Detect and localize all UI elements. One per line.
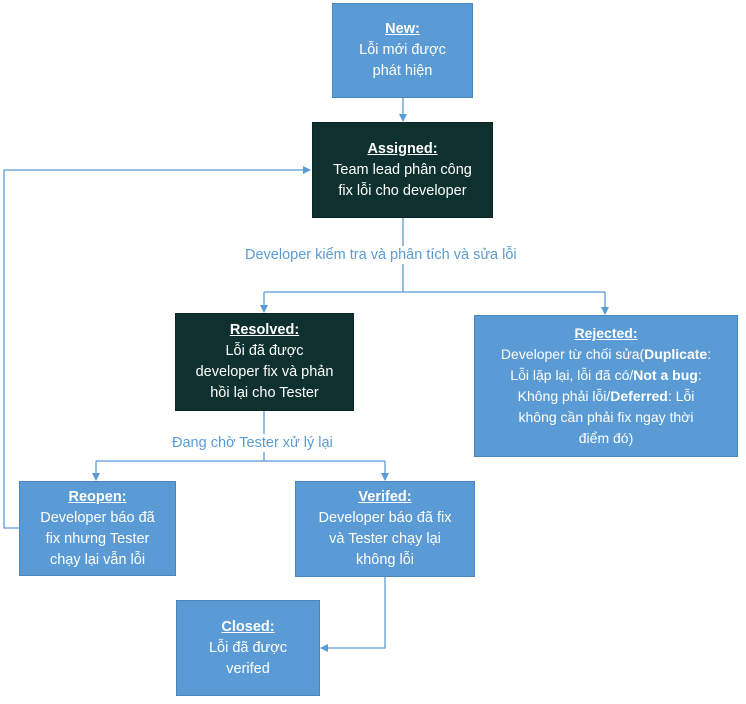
- node-rejected-line-3: Không phải lỗi/Deferred: Lỗi: [518, 386, 695, 407]
- arrow-verifed-to-closed: [320, 577, 386, 652]
- node-closed-title: Closed:: [221, 618, 275, 635]
- node-resolved-line-2: developer fix và phản: [195, 364, 334, 380]
- node-new-line-1: Lỗi mới được: [359, 42, 446, 58]
- rejected-line-3-suffix: : Lỗi: [667, 388, 695, 404]
- node-assigned: Assigned: Team lead phân công fix lỗi ch…: [312, 122, 493, 218]
- node-rejected: Rejected: Developer từ chối sửa(Duplicat…: [474, 315, 738, 457]
- rejected-duplicate-keyword: Duplicate: [644, 346, 708, 362]
- node-new-title: New:: [385, 21, 420, 37]
- node-rejected-line-2: Lỗi lặp lại, lỗi đã có/Not a bug:: [510, 365, 701, 386]
- node-closed: Closed: Lỗi đã được verifed: [176, 600, 320, 696]
- node-resolved-line-1: Lỗi đã được: [225, 343, 304, 359]
- node-reopen: Reopen: Developer báo đã fix nhưng Teste…: [19, 481, 176, 576]
- arrow-reopen-to-assigned: [3, 166, 311, 529]
- node-reopen-title: Reopen:: [68, 488, 127, 505]
- node-rejected-line-5: điểm đó): [578, 430, 634, 446]
- rejected-deferred-keyword: Deferred: [610, 388, 668, 404]
- node-verifed: Verifed: Developer báo đã fix và Tester …: [295, 481, 475, 577]
- rejected-not-a-bug-keyword: Not a bug: [633, 367, 698, 383]
- node-rejected-line-1: Developer từ chối sửa(Duplicate:: [501, 344, 711, 365]
- rejected-line-1-text: Developer từ chối sửa(: [500, 346, 645, 362]
- rejected-line-3-text: Không phải lỗi/: [517, 388, 611, 404]
- node-new-line-2: phát hiện: [372, 63, 433, 79]
- rejected-line-2-text: Lỗi lặp lại, lỗi đã có/: [510, 367, 634, 383]
- edge-label-assigned-split: Developer kiểm tra và phân tích và sửa l…: [243, 246, 519, 264]
- node-reopen-line-2: fix nhưng Tester: [45, 530, 150, 547]
- node-verifed-line-3: không lỗi: [355, 552, 415, 568]
- rejected-line-1-suffix: :: [707, 346, 712, 362]
- node-rejected-title: Rejected:: [574, 325, 638, 341]
- node-closed-line-1: Lỗi đã được: [208, 639, 288, 656]
- node-closed-line-2: verifed: [226, 660, 270, 677]
- node-resolved-title: Resolved:: [229, 322, 300, 338]
- node-verifed-title: Verifed:: [358, 489, 412, 505]
- node-resolved: Resolved: Lỗi đã được developer fix và p…: [175, 313, 354, 411]
- node-rejected-line-4: không cần phải fix ngay thời: [518, 409, 694, 425]
- node-verifed-line-1: Developer báo đã fix: [318, 510, 452, 526]
- node-reopen-line-3: chạy lại vẫn lỗi: [49, 551, 146, 568]
- node-assigned-line-2: fix lỗi cho developer: [338, 182, 467, 199]
- node-resolved-line-3: hồi lại cho Tester: [210, 385, 319, 401]
- node-assigned-line-1: Team lead phân công: [333, 161, 472, 178]
- edge-label-resolved-split: Đang chờ Tester xử lý lại: [170, 434, 335, 452]
- node-new: New: Lỗi mới được phát hiện: [332, 3, 473, 98]
- node-assigned-title: Assigned:: [367, 140, 438, 157]
- node-verifed-line-2: và Tester chạy lại: [329, 531, 441, 547]
- node-reopen-line-1: Developer báo đã: [40, 509, 155, 526]
- rejected-line-2-suffix: :: [697, 367, 702, 383]
